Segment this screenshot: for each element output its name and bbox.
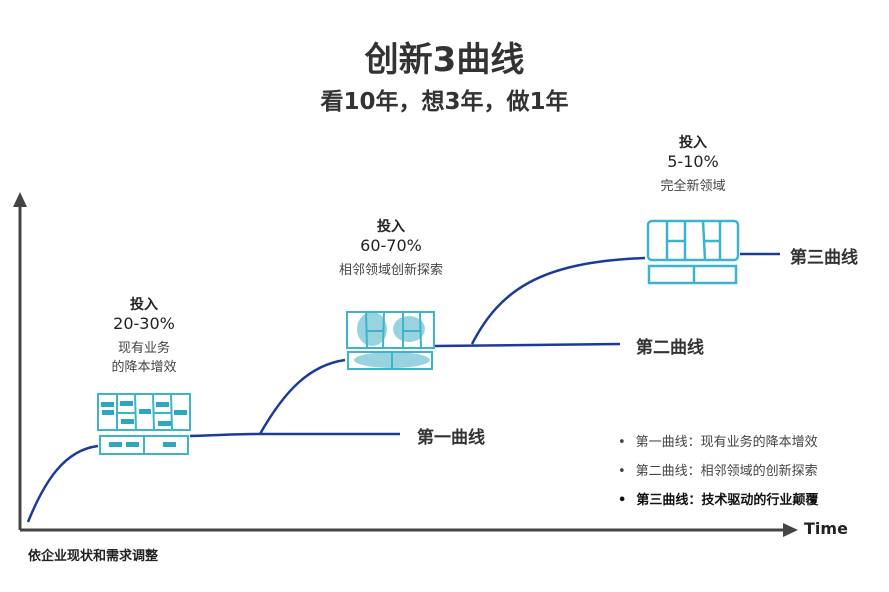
legend: 第一曲线：现有业务的降本增效 第二曲线：相邻领域的创新探索 第三曲线：技术驱动的… (618, 428, 819, 515)
curve-1 (26, 432, 400, 523)
curve-1-name: 第一曲线 (417, 428, 485, 448)
page-title: 创新3曲线 (364, 40, 525, 80)
curve-2-label: 投入 60-70% 相邻领域创新探索 (339, 216, 443, 280)
sketch-icon-3 (646, 219, 740, 285)
invest-label: 投入 (376, 219, 405, 235)
legend-item: 第一曲线：现有业务的降本增效 (618, 428, 818, 457)
x-axis-label: Time (804, 519, 848, 538)
page-subtitle: 看10年，想3年，做1年 (320, 89, 569, 115)
curve-desc: 现有业务 (117, 341, 171, 356)
curve-3-name: 第三曲线 (790, 248, 858, 268)
y-axis-label: 依企业现状和需求调整 (28, 549, 159, 564)
x-axis-arrow-icon (783, 523, 798, 537)
sketch-icon-2 (346, 311, 435, 370)
curve-desc: 完全新领域 (660, 179, 726, 194)
invest-percent: 20-30% (113, 314, 175, 333)
sketch-icon-1 (97, 393, 191, 455)
legend-item: 第三曲线：技术驱动的行业颠覆 (618, 486, 818, 515)
curve-3 (470, 252, 780, 345)
curve-desc: 相邻领域创新探索 (338, 263, 444, 278)
curve-2-name: 第二曲线 (636, 338, 704, 358)
legend-item: 第二曲线：相邻领域的创新探索 (618, 457, 818, 486)
curve-2 (258, 342, 621, 435)
curve-1-label: 投入 20-30% 现有业务 的降本增效 (111, 294, 176, 377)
invest-percent: 60-70% (360, 236, 422, 255)
invest-percent: 5-10% (667, 152, 719, 171)
invest-label: 投入 (129, 297, 158, 313)
curve-3-label: 投入 5-10% 完全新领域 (660, 132, 725, 196)
axes (13, 192, 798, 537)
invest-label: 投入 (678, 135, 707, 151)
curve-desc: 的降本增效 (111, 360, 177, 375)
y-axis-arrow-icon (13, 192, 27, 207)
